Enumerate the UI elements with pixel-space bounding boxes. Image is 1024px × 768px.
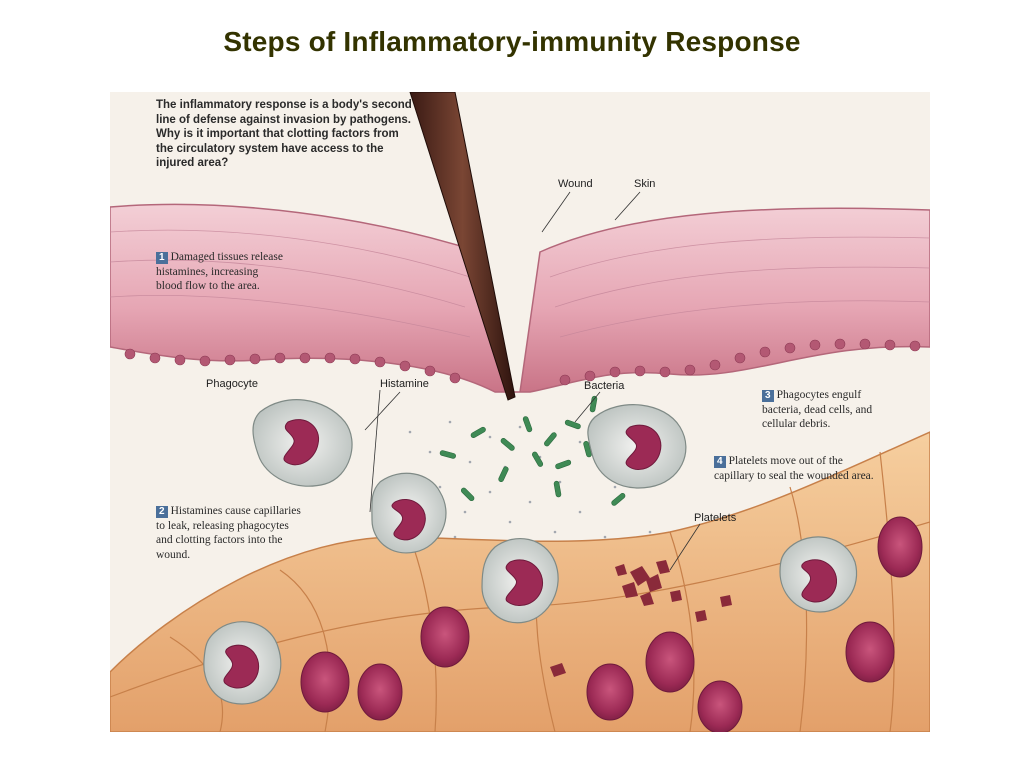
bacteria-group: [439, 395, 629, 506]
label-platelets: Platelets: [694, 512, 737, 524]
step-1-number: 1: [156, 252, 168, 264]
label-skin: Skin: [634, 178, 656, 190]
skin-cells: [110, 229, 930, 338]
phagocyte-right-in-capillary: [779, 536, 858, 613]
label-bacteria: Bacteria: [584, 380, 625, 392]
label-phagocyte: Phagocyte: [206, 378, 258, 390]
phagocyte-upper-right: [587, 404, 687, 489]
slide-title: Steps of Inflammatory-immunity Response: [223, 26, 801, 57]
basal-cells: [124, 338, 921, 386]
intro-paragraph: The inflammatory response is a body's se…: [156, 99, 412, 169]
phagocyte-cells: [203, 399, 858, 705]
thorn: [409, 92, 516, 401]
phagocyte-lower-left: [203, 621, 282, 705]
step-3-number: 3: [762, 390, 774, 402]
step-2-number: 2: [156, 506, 168, 518]
label-histamine: Histamine: [380, 378, 429, 390]
step-3-text: Phagocytes engulf bacteria, dead cells, …: [762, 389, 873, 430]
phagocyte-squeezing-1: [371, 472, 447, 554]
inflammation-illustration: The inflammatory response is a body's se…: [110, 92, 930, 732]
phagocyte-squeezing-2: [481, 538, 559, 624]
step-4-text: Platelets move out of the capillary to s…: [714, 455, 874, 482]
step-2-text: Histamines cause capillaries to leak, re…: [156, 505, 301, 561]
phagocyte-upper-left: [252, 399, 353, 487]
step-1-text: Damaged tissues release histamines, incr…: [156, 251, 283, 292]
step-4-number: 4: [714, 456, 726, 468]
illustration-art: [110, 92, 930, 732]
leader-lines: [364, 191, 701, 571]
red-blood-cells: [300, 516, 923, 732]
platelet-clump: [550, 560, 732, 677]
label-wound: Wound: [558, 178, 593, 190]
